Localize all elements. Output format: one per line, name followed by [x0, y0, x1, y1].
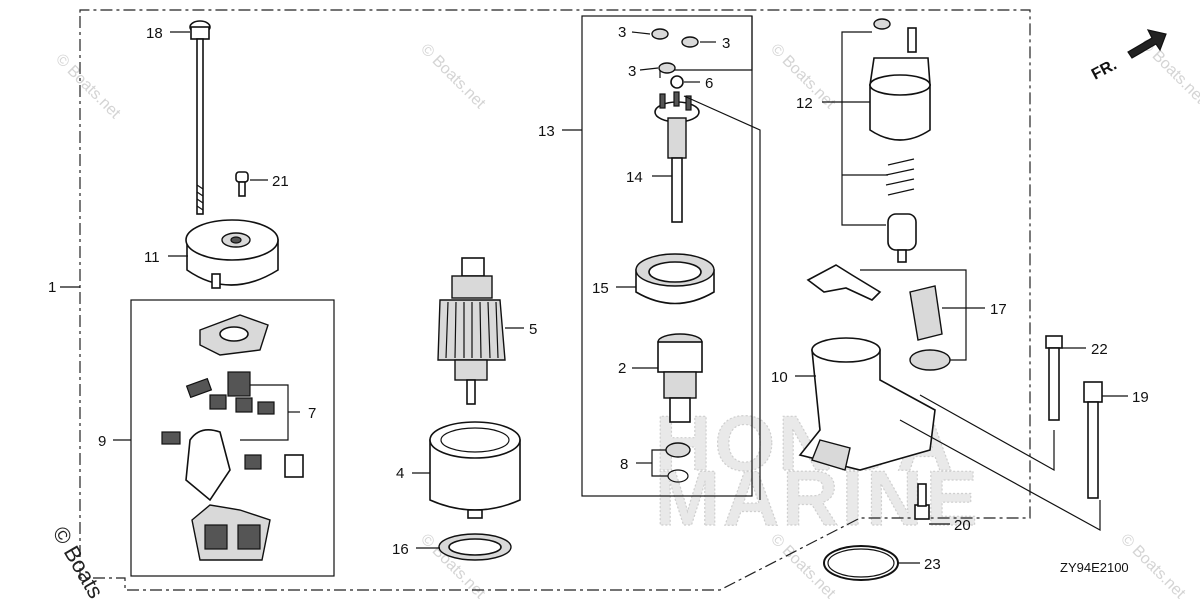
watermark-text: © Boats.net: [52, 51, 124, 123]
subgroup-boxes: [130, 15, 753, 577]
diagram-code: ZY94E2100: [1060, 560, 1129, 575]
callout-4: 4: [396, 465, 404, 482]
callout-3: 3: [618, 24, 626, 41]
gasket-part: [438, 533, 512, 561]
gear-shaft-part: [654, 91, 700, 223]
assembly-outline: [60, 9, 1031, 591]
callout-8: 8: [620, 456, 628, 473]
bolt-parts: [914, 335, 1103, 520]
callout-1: 1: [48, 279, 56, 296]
front-cover-part: [798, 337, 936, 471]
callout-labels: 1 2 3 3 3 4 5 6 7 8 9 10 11 12 13 14 15 …: [48, 24, 1149, 573]
nut-parts: [651, 28, 699, 89]
brush-holder-part: [161, 314, 304, 561]
brand-watermark: MARINE: [655, 454, 981, 542]
callout-19: 19: [1132, 389, 1149, 406]
gear-ring-part: [635, 253, 715, 305]
armature-part: [437, 257, 506, 405]
solenoid-part: [869, 18, 931, 263]
o-ring-part: [823, 545, 899, 581]
callout-21: 21: [272, 173, 289, 190]
callout-3: 3: [628, 63, 636, 80]
callout-22: 22: [1091, 341, 1108, 358]
callout-3: 3: [722, 35, 730, 52]
callout-17: 17: [990, 301, 1007, 318]
callout-9: 9: [98, 433, 106, 450]
through-bolt-part: [189, 20, 211, 215]
leader-lines: [113, 31, 1128, 564]
callout-20: 20: [954, 517, 971, 534]
callout-7: 7: [308, 405, 316, 422]
callout-23: 23: [924, 556, 941, 573]
callout-10: 10: [771, 369, 788, 386]
watermark-text: © Boats.net: [417, 41, 489, 113]
lever-part: [806, 264, 951, 371]
corner-watermark: © Boats: [48, 522, 109, 599]
callout-16: 16: [392, 541, 409, 558]
screw-part-21: [235, 171, 249, 197]
callout-14: 14: [626, 169, 643, 186]
callout-5: 5: [529, 321, 537, 338]
rear-cover-part: [185, 219, 279, 289]
pinion-part: [657, 333, 703, 423]
callout-18: 18: [146, 25, 163, 42]
collar-part: [665, 442, 691, 483]
callout-15: 15: [592, 280, 609, 297]
callout-12: 12: [796, 95, 813, 112]
direction-label: FR.: [1089, 56, 1120, 83]
yoke-part: [429, 421, 521, 519]
callout-11: 11: [144, 249, 160, 266]
callout-13: 13: [538, 123, 555, 140]
callout-6: 6: [705, 75, 713, 92]
callout-2: 2: [618, 360, 626, 377]
